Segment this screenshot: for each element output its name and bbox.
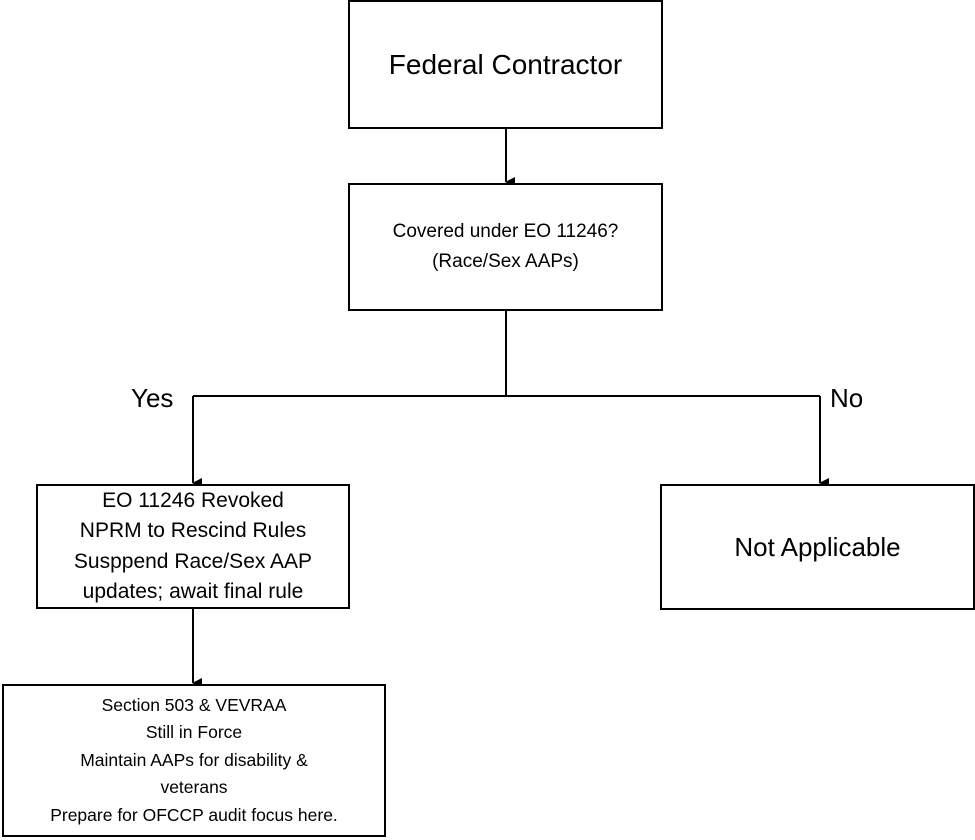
no-label: No <box>830 383 864 413</box>
node-text: Maintain AAPs for disability & <box>80 749 308 770</box>
node-text: Susppend Race/Sex AAP <box>73 549 313 573</box>
node-federal-contractor: Federal Contractor <box>348 0 663 129</box>
node-text: Section 503 & VEVRAA <box>101 694 287 715</box>
node-text: Covered under EO 11246? <box>392 221 619 242</box>
node-section-503: Section 503 & VEVRAA Still in Force Main… <box>2 684 386 837</box>
node-text: EO 11246 Revoked <box>102 488 284 512</box>
branch-line <box>193 311 507 397</box>
node-text: (Race/Sex AAPs) <box>432 251 579 272</box>
yes-label: Yes <box>131 383 174 413</box>
node-text: Still in Force <box>145 722 243 743</box>
node-eo-revoked: EO 11246 Revoked NPRM to Rescind Rules S… <box>36 484 350 609</box>
node-text: Federal Contractor <box>388 48 623 80</box>
node-covered-question: Covered under EO 11246? (Race/Sex AAPs) <box>348 183 663 311</box>
node-text: Not Applicable <box>734 531 901 562</box>
node-text: NPRM to Rescind Rules <box>79 519 307 542</box>
node-text: updates; await final rule <box>82 580 304 603</box>
node-text: Prepare for OFCCP audit focus here. <box>50 804 338 825</box>
node-text: veterans <box>160 777 228 798</box>
node-not-applicable: Not Applicable <box>660 484 975 610</box>
